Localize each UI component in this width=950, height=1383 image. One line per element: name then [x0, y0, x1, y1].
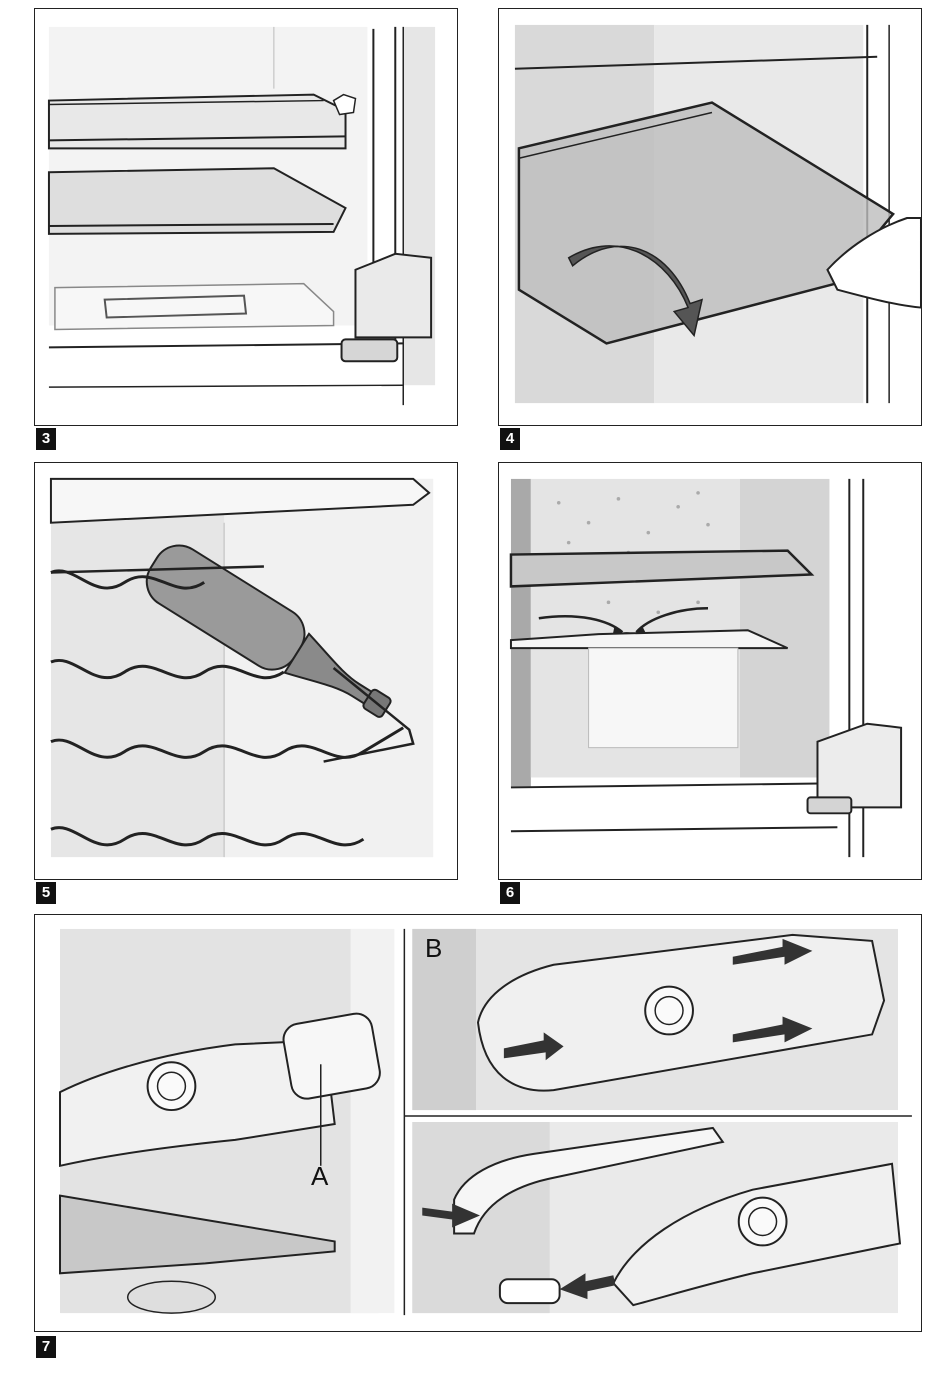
figure-number-5: 5	[36, 882, 56, 904]
callout-label-a: A	[311, 1161, 328, 1192]
figure-7-illustration	[35, 915, 921, 1331]
figure-number-4: 4	[500, 428, 520, 450]
figure-4-panel	[498, 8, 922, 426]
figure-5-panel	[34, 462, 458, 880]
figure-3-panel	[34, 8, 458, 426]
figure-5-illustration	[35, 463, 457, 879]
figure-6-panel	[498, 462, 922, 880]
figure-4-illustration	[499, 9, 921, 425]
figure-7-panel: A B	[34, 914, 922, 1332]
figure-number-7: 7	[36, 1336, 56, 1358]
figure-number-3: 3	[36, 428, 56, 450]
callout-label-b: B	[425, 933, 442, 964]
figure-3-illustration	[35, 9, 457, 425]
figure-6-illustration	[499, 463, 921, 879]
figure-number-6: 6	[500, 882, 520, 904]
